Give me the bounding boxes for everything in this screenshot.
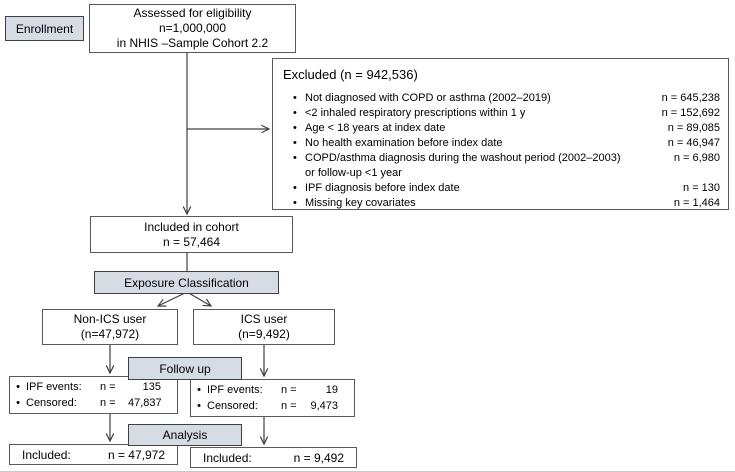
excluded-item: No health examination before index date … [283, 136, 720, 151]
excluded-item-text-line2: or follow-up <1 year [305, 167, 402, 179]
bullet-icon [283, 91, 305, 106]
ics-user-box: ICS user (n=9,492) [193, 309, 335, 345]
assessed-line1: Assessed for eligibility [133, 6, 252, 20]
excluded-item-text: Missing key covariates [305, 197, 416, 209]
analysis-stage-label: Analysis [128, 424, 242, 446]
bullet-icon [283, 151, 305, 166]
included-value: n = 9,492 [293, 450, 344, 465]
excluded-item-text: IPF diagnosis before index date [305, 182, 460, 194]
ics-line2: (n=9,492) [238, 327, 290, 341]
excluded-item-n: n = 46,947 [667, 137, 720, 149]
excluded-item-text: No health examination before index date [305, 137, 503, 149]
bullet-icon [283, 106, 305, 121]
excluded-item: IPF diagnosis before index date n = 130 [283, 181, 720, 196]
enrollment-stage-label: Enrollment [5, 16, 84, 41]
outcome-label: IPF events: [207, 384, 263, 396]
excluded-box: Excluded (n = 942,536) Not diagnosed wit… [272, 58, 729, 210]
excluded-item: Missing key covariates n = 1,464 [283, 196, 720, 211]
excluded-item-text: Age < 18 years at index date [305, 122, 446, 134]
enrollment-stage-text: Enrollment [15, 21, 74, 36]
ics-outcomes-box: IPF events: n = 19 Censored: n = 9,473 [190, 379, 355, 417]
excluded-item-text: COPD/asthma diagnosis during the washout… [305, 151, 628, 181]
outcome-label: Censored: [207, 400, 258, 412]
outcome-value: 19 [325, 384, 338, 396]
analysis-stage-text: Analysis [162, 428, 208, 442]
bullet-icon [283, 121, 305, 136]
outcome-label: IPF events: [26, 381, 82, 393]
ics-line1: ICS user [240, 312, 288, 326]
assessed-line2: n=1,000,000 [158, 21, 227, 35]
bullet-icon [191, 382, 207, 398]
exposure-stage-text: Exposure Classification [124, 275, 249, 290]
outcome-n-label: n = [281, 400, 297, 412]
included-cohort-box: Included in cohort n = 57,464 [90, 216, 293, 253]
excluded-item: Not diagnosed with COPD or asthma (2002–… [283, 91, 720, 106]
assessed-line3: in NHIS –Sample Cohort 2.2 [116, 36, 269, 50]
excluded-item-n: n = 130 [682, 182, 720, 194]
excluded-item-n: n = 6,980 [673, 152, 720, 164]
outcome-row: Censored: n = 47,837 [10, 395, 177, 411]
included-cohort-line2: n = 57,464 [162, 234, 221, 249]
non-ics-line1: Non-ICS user [73, 312, 147, 326]
follow-up-stage-label: Follow up [128, 357, 242, 380]
outcome-n-label: n = [281, 384, 297, 396]
bullet-icon [283, 181, 305, 196]
outcome-row: IPF events: n = 135 [10, 379, 177, 395]
excluded-item-n: n = 89,085 [667, 122, 720, 134]
exposure-stage-label: Exposure Classification [94, 271, 279, 294]
bullet-icon [10, 395, 26, 411]
excluded-item-text-line1: COPD/asthma diagnosis during the washout… [305, 152, 621, 164]
excluded-item-text: Not diagnosed with COPD or asthma (2002–… [305, 92, 551, 104]
non-ics-outcomes-box: IPF events: n = 135 Censored: n = 47,837 [9, 376, 178, 414]
ics-included-box: Included: n = 9,492 [190, 447, 357, 468]
outcome-value: 9,473 [310, 400, 338, 412]
bullet-icon [10, 379, 26, 395]
included-cohort-line1: Included in cohort [144, 219, 239, 234]
excluded-item-n: n = 645,238 [661, 92, 720, 104]
included-label: Included: [22, 447, 71, 462]
assessed-box: Assessed for eligibility n=1,000,000 in … [89, 4, 296, 53]
outcome-value: 47,837 [128, 397, 162, 409]
excluded-item-text: <2 inhaled respiratory prescriptions wit… [305, 107, 526, 119]
included-label: Included: [203, 450, 252, 465]
bullet-icon [283, 136, 305, 151]
excluded-item: COPD/asthma diagnosis during the washout… [283, 151, 720, 181]
excluded-item-n: n = 152,692 [661, 107, 720, 119]
arrow-exposure-to-nonics [156, 291, 188, 307]
non-ics-included-box: Included: n = 47,972 [9, 444, 178, 465]
non-ics-line2: (n=47,972) [80, 327, 140, 341]
outcome-value: 135 [142, 381, 161, 393]
follow-up-stage-text: Follow up [159, 361, 211, 376]
outcome-row: IPF events: n = 19 [191, 382, 354, 398]
bullet-icon [191, 398, 207, 414]
excluded-title: Excluded (n = 942,536) [283, 67, 418, 82]
excluded-item-n: n = 1,464 [673, 197, 720, 209]
excluded-item: <2 inhaled respiratory prescriptions wit… [283, 106, 720, 121]
arrow-exposure-to-ics [186, 291, 213, 307]
non-ics-user-box: Non-ICS user (n=47,972) [42, 309, 178, 345]
bullet-icon [283, 196, 305, 211]
outcome-n-label: n = [100, 397, 116, 409]
outcome-n-label: n = [100, 381, 116, 393]
outcome-row: Censored: n = 9,473 [191, 398, 354, 414]
outcome-label: Censored: [26, 397, 77, 409]
excluded-item: Age < 18 years at index date n = 89,085 [283, 121, 720, 136]
included-value: n = 47,972 [107, 447, 165, 462]
